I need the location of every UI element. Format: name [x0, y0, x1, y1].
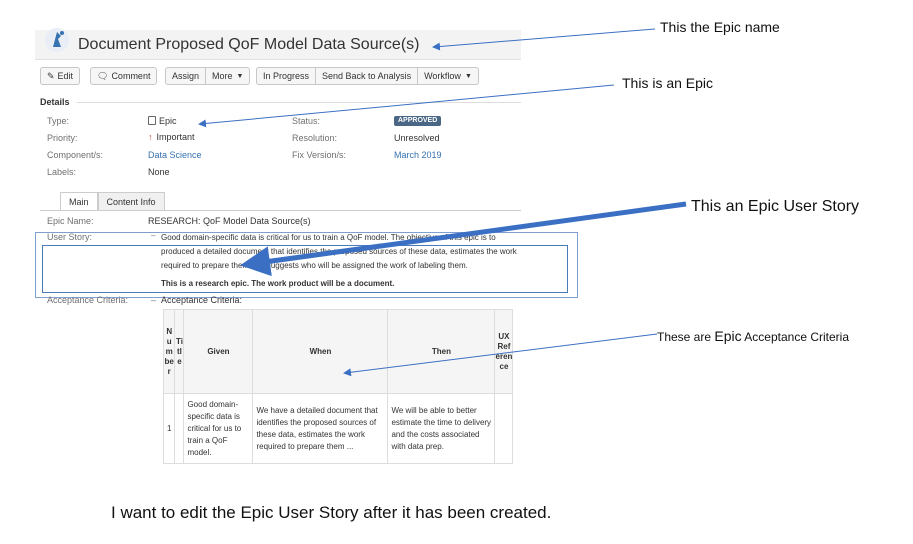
type-value: Epic	[148, 116, 177, 126]
acceptance-criteria-label: Acceptance Criteria:	[47, 295, 129, 305]
in-progress-button[interactable]: In Progress	[256, 67, 317, 85]
more-button[interactable]: More ▼	[206, 67, 251, 85]
tab-main[interactable]: Main	[60, 192, 98, 210]
bullet-marker: –	[151, 231, 156, 240]
bullet-marker: –	[151, 295, 157, 305]
priority-value: ↑Important	[148, 132, 195, 142]
cell-number: 1	[162, 393, 176, 464]
project-logo-icon	[45, 28, 69, 52]
annotation-acceptance-suffix: Acceptance Criteria	[741, 330, 849, 344]
epic-name-value: RESEARCH: QoF Model Data Source(s)	[148, 216, 311, 226]
comment-icon: 🗨	[97, 70, 109, 81]
annotation-acceptance-criteria: These are Epic Acceptance Criteria	[657, 328, 849, 344]
cell-given: Good domain-specific data is critical fo…	[183, 393, 254, 464]
annotation-user-story: This an Epic User Story	[691, 198, 860, 215]
column-header-when: When	[252, 309, 389, 394]
resolution-value: Unresolved	[394, 133, 440, 143]
pencil-icon: ✎	[47, 70, 55, 81]
column-header-then: Then	[387, 309, 496, 394]
status-badge: APPROVED	[394, 116, 442, 126]
fix-version-link[interactable]: March 2019	[394, 150, 442, 160]
type-label: Type:	[47, 116, 70, 126]
user-story-label: User Story:	[47, 232, 93, 242]
edit-label: Edit	[57, 71, 74, 81]
comment-label: Comment	[111, 71, 151, 81]
comment-button[interactable]: 🗨 Comment	[90, 67, 158, 85]
labels-label: Labels:	[47, 167, 77, 177]
column-header-ux-reference: UX Reference	[494, 309, 514, 394]
cell-ux-reference	[494, 393, 514, 464]
cell-title	[174, 393, 185, 464]
user-story-bold: This is a research epic. The work produc…	[161, 279, 395, 288]
column-header-number: Number	[162, 309, 176, 394]
epic-name-label: Epic Name:	[47, 216, 94, 226]
workflow-button[interactable]: Workflow ▼	[418, 67, 479, 85]
send-back-label: Send Back to Analysis	[322, 71, 412, 81]
type-value-text: Epic	[159, 116, 177, 126]
cell-then: We will be able to better estimate the t…	[387, 393, 496, 464]
component-link[interactable]: Data Science	[148, 150, 202, 160]
send-back-button[interactable]: Send Back to Analysis	[316, 67, 419, 85]
annotation-acceptance-prefix: These are	[657, 330, 715, 344]
table-header-row: Number Title Given When Then UX Referenc…	[162, 309, 514, 394]
details-divider	[77, 102, 521, 103]
arrow-up-icon: ↑	[148, 132, 153, 142]
fix-version-label: Fix Version/s:	[292, 150, 347, 160]
tab-content-info[interactable]: Content Info	[97, 192, 165, 210]
annotation-is-epic: This is an Epic	[622, 75, 714, 91]
user-story-outline-box	[35, 232, 578, 298]
column-header-given: Given	[183, 309, 254, 394]
labels-value: None	[148, 167, 170, 177]
details-heading: Details	[40, 97, 70, 107]
more-label: More	[212, 71, 233, 81]
chevron-down-icon: ▼	[464, 72, 472, 80]
acceptance-criteria-value: Acceptance Criteria:	[161, 295, 243, 305]
epic-icon	[148, 116, 156, 125]
column-header-title: Title	[174, 309, 185, 394]
cell-when: We have a detailed document that identif…	[252, 393, 389, 464]
page-title: Document Proposed QoF Model Data Source(…	[78, 36, 420, 53]
chevron-down-icon: ▼	[236, 72, 244, 80]
tab-divider	[40, 210, 521, 211]
priority-value-text: Important	[156, 132, 195, 142]
acceptance-criteria-table: Number Title Given When Then UX Referenc…	[162, 309, 514, 464]
priority-label: Priority:	[47, 133, 78, 143]
assign-button[interactable]: Assign	[165, 67, 207, 85]
status-label: Status:	[292, 116, 321, 126]
in-progress-label: In Progress	[263, 71, 310, 81]
annotation-epic-name: This the Epic name	[660, 19, 780, 35]
resolution-label: Resolution:	[292, 133, 338, 143]
workflow-label: Workflow	[424, 71, 461, 81]
edit-button[interactable]: ✎ Edit	[40, 67, 81, 85]
table-row: 1 Good domain-specific data is critical …	[162, 393, 514, 464]
component-label: Component/s:	[47, 150, 104, 160]
question-text: I want to edit the Epic User Story after…	[111, 503, 552, 522]
annotation-acceptance-epic: Epic	[714, 328, 742, 344]
assign-label: Assign	[172, 71, 200, 81]
